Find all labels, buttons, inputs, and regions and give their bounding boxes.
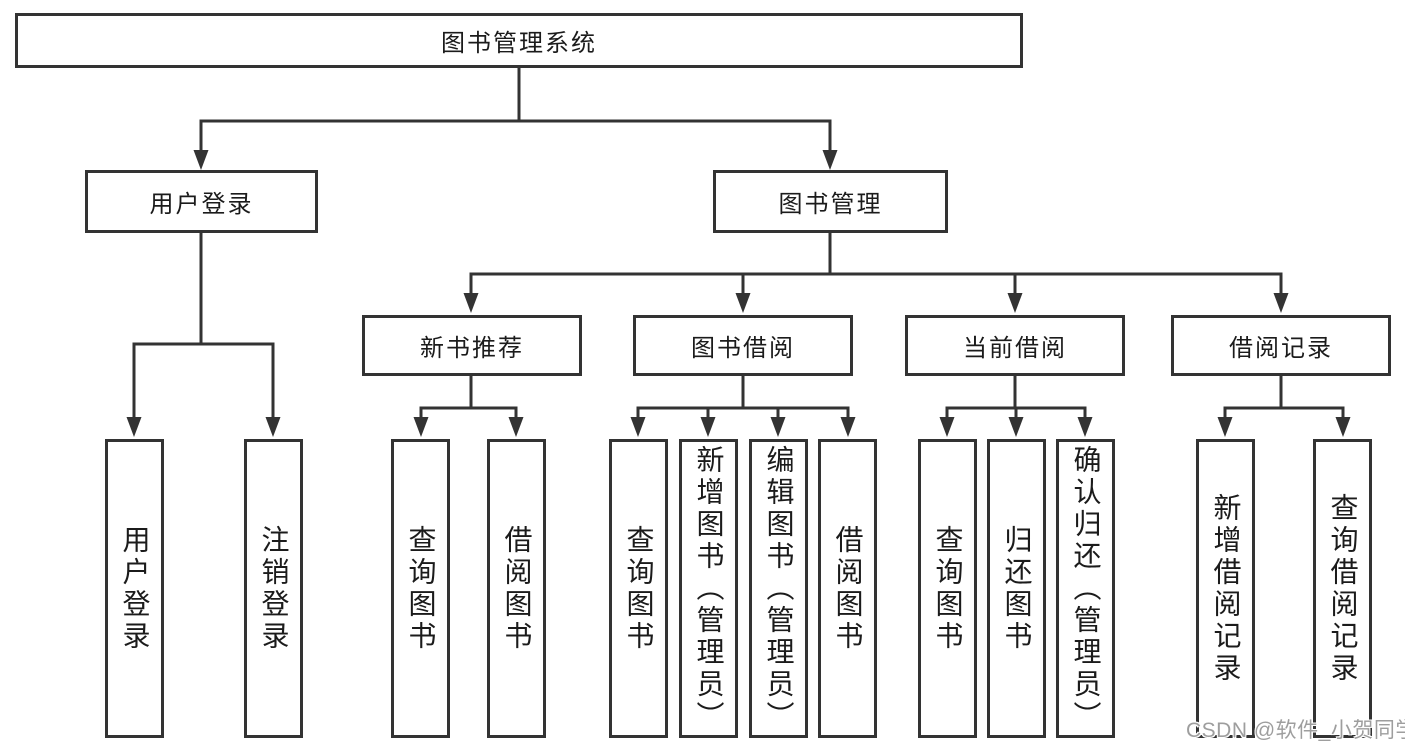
leaf-label: 借阅图书 (501, 524, 533, 653)
watermark: CSDN @软件_小贺同学 (1186, 719, 1405, 742)
leaf-label: 新增借阅记录 (1210, 492, 1242, 685)
node-library-management-system: 图书管理系统 (15, 13, 1023, 68)
leaf-label: 查询图书 (405, 524, 437, 653)
leaf-query-borrow-record: 查询借阅记录 (1313, 439, 1372, 738)
node-label: 新书推荐 (420, 335, 524, 362)
arrowhead-icons (126, 150, 1351, 437)
node-label: 当前借阅 (963, 335, 1067, 362)
node-user-login: 用户登录 (85, 170, 318, 233)
node-label: 图书借阅 (691, 335, 795, 362)
node-label: 图书管理系统 (441, 30, 597, 57)
leaf-label: 查询借阅记录 (1327, 492, 1359, 685)
node-label: 用户登录 (149, 191, 254, 218)
leaf-query-books-recommend: 查询图书 (391, 439, 450, 738)
node-book-management: 图书管理 (713, 170, 948, 233)
leaf-add-borrow-record: 新增借阅记录 (1196, 439, 1255, 738)
leaf-logout: 注销登录 (244, 439, 303, 738)
node-label: 图书管理 (778, 191, 883, 218)
node-book-borrowing: 图书借阅 (633, 315, 853, 376)
leaf-label: 借阅图书 (832, 524, 864, 653)
leaf-borrow-books-borrowing: 借阅图书 (818, 439, 877, 738)
leaf-confirm-return-admin: 确认归还（管理员） (1056, 439, 1115, 738)
leaf-return-book: 归还图书 (987, 439, 1046, 738)
leaf-label: 用户登录 (119, 524, 151, 653)
leaf-query-books-borrowing: 查询图书 (609, 439, 668, 738)
leaf-label: 新增图书（管理员） (693, 444, 725, 733)
node-new-book-recommendation: 新书推荐 (362, 315, 582, 376)
node-current-borrowing: 当前借阅 (905, 315, 1125, 376)
node-borrowing-records: 借阅记录 (1171, 315, 1391, 376)
leaf-label: 查询图书 (932, 524, 964, 653)
leaf-label: 查询图书 (623, 524, 655, 653)
leaf-user-login: 用户登录 (105, 439, 164, 738)
leaf-edit-book-admin: 编辑图书（管理员） (749, 439, 808, 738)
leaf-label: 确认归还（管理员） (1070, 444, 1102, 733)
leaf-label: 注销登录 (258, 524, 290, 653)
leaf-label: 归还图书 (1001, 524, 1033, 653)
node-label: 借阅记录 (1229, 335, 1333, 362)
leaf-add-book-admin: 新增图书（管理员） (679, 439, 738, 738)
leaf-borrow-books-recommend: 借阅图书 (487, 439, 546, 738)
leaf-label: 编辑图书（管理员） (763, 444, 795, 733)
leaf-query-books-current: 查询图书 (918, 439, 977, 738)
